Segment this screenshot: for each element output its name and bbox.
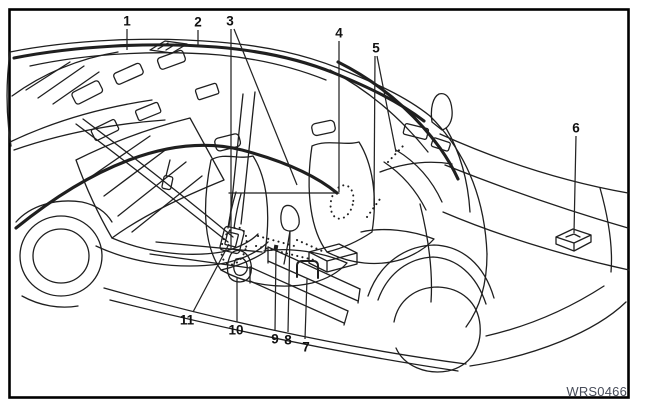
instrument-panel [402,123,430,140]
callout-2: 2 [194,15,202,30]
front-seat-headrest [214,133,242,152]
callout-8: 8 [284,333,292,348]
callout-6: 6 [572,121,580,136]
leader-line-7 [304,278,308,340]
figure-code: WRS0466 [566,384,627,399]
front-wheel-arch [377,256,487,305]
callout-5: 5 [372,41,380,56]
sensor-marker [273,244,279,251]
callout-11: 11 [180,313,195,328]
leader-line-3 [233,28,298,186]
callout-labels: 1 2 3 4 5 6 789 10 11 [123,14,580,355]
airbag-fold-mark [149,40,188,54]
callout-leader-lines [126,28,577,340]
front-seatback [308,141,375,253]
rear-belt-buckle [161,175,174,191]
callout-7: 7 [302,340,310,355]
door-mirror [430,92,453,131]
callout-9: 9 [271,332,279,347]
callout-3: 3 [226,14,234,29]
belt-anchor [226,249,252,283]
leader-line-6 [573,135,577,234]
rear-wheel [19,215,103,297]
leader-line-8 [287,230,291,333]
side-airbag-dots [329,184,355,220]
front-seatback [204,155,269,271]
leader-line-5 [376,55,397,153]
pretensioner [219,225,245,255]
callout-4: 4 [335,26,343,41]
head-restraint [71,80,104,105]
leader-line-11 [192,243,230,313]
head-restraint [156,49,187,70]
car-illustration [6,38,630,373]
head-restraint [113,62,144,85]
side-airbag-dots [220,226,248,266]
callout-1: 1 [123,14,131,29]
front-seat-headrest [311,119,336,137]
leader-line-9 [274,249,277,332]
floor-bracket [296,260,319,279]
callout-10: 10 [228,323,243,338]
seat-belt-buckle [280,204,300,232]
control-unit-box [555,228,592,252]
leader-line-5 [373,55,376,207]
figure-border [8,8,630,399]
